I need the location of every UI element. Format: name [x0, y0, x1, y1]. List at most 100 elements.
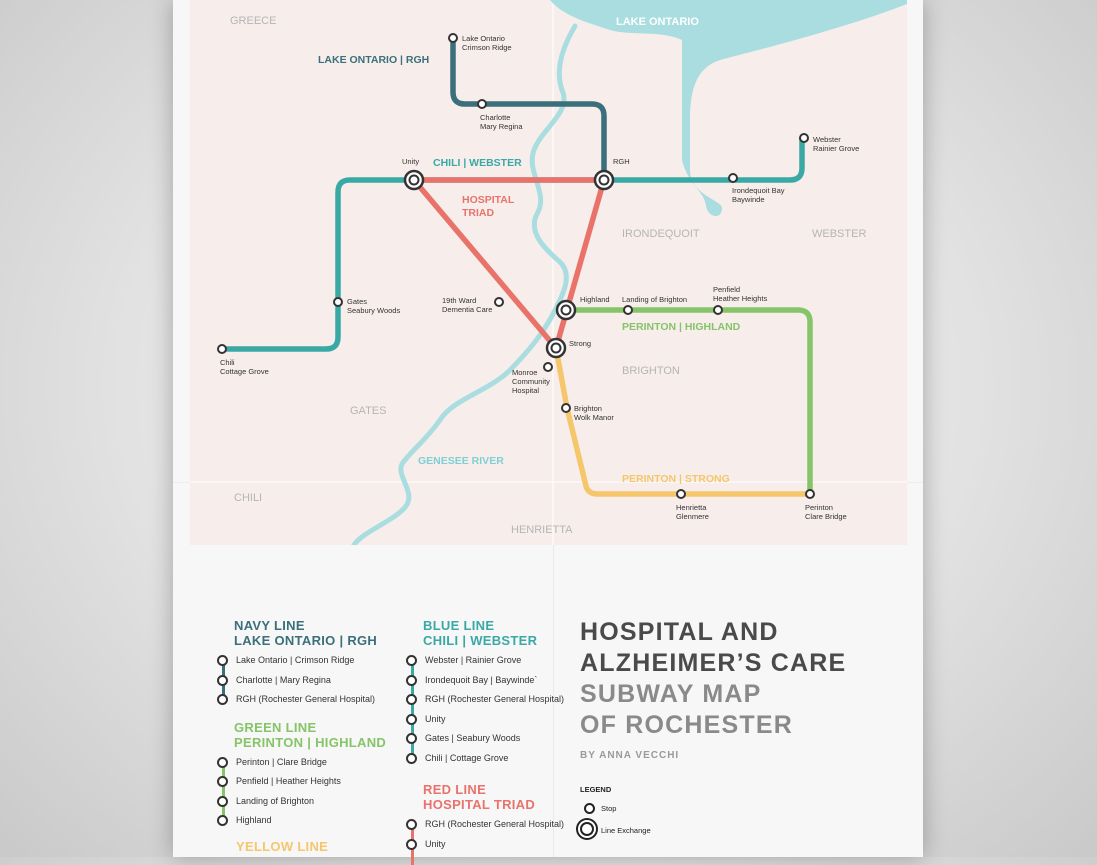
lake-ontario: [550, 0, 907, 217]
station-label-highland: Highland: [580, 295, 610, 304]
legend-blue-name: BLUE LINE: [423, 618, 495, 633]
station-label-rgh: RGH: [613, 157, 630, 166]
yellow-line: [553, 345, 813, 497]
legend-blue-sub: CHILI | WEBSTER: [423, 633, 538, 648]
station-label-strong: Strong: [569, 339, 591, 348]
legend-stop: Penfield | Heather Heights: [217, 772, 402, 792]
byline: BY ANNA VECCHI: [580, 750, 680, 761]
exchange-unity[interactable]: [403, 169, 425, 191]
label-yellow-line: PERINTON | STRONG: [622, 473, 730, 485]
red-line: [411, 177, 607, 351]
stop-gates[interactable]: [333, 297, 343, 307]
stop-symbol-icon: [584, 803, 595, 814]
label-navy-line: LAKE ONTARIO | RGH: [318, 54, 429, 66]
legend-stop: Perinton | Clare Bridge: [217, 753, 402, 773]
legend-red: RED LINE HOSPITAL TRIAD RGH (Rochester G…: [406, 782, 581, 865]
legend-stop: RGH (Rochester General Hospital): [406, 690, 581, 710]
legend-stop: Unity: [406, 710, 581, 730]
legend-stop: Irondequoit Bay | Baywinde`: [406, 671, 581, 691]
stop-landing[interactable]: [623, 305, 633, 315]
town-irondequoit: IRONDEQUOIT: [622, 228, 700, 240]
title-line-1: HOSPITAL AND: [580, 618, 779, 646]
station-label-unity: Unity: [402, 157, 419, 166]
map-land: [190, 0, 907, 545]
legend-stop: Chili | Cottage Grove: [406, 749, 581, 769]
lake-label: LAKE ONTARIO: [616, 16, 699, 28]
legend-red-name: RED LINE: [423, 782, 487, 797]
label-red-line-1: HOSPITAL: [462, 194, 515, 206]
town-webster: WEBSTER: [812, 228, 866, 240]
map-key: LEGEND Stop Line Exchange: [580, 785, 651, 846]
town-henrietta: HENRIETTA: [511, 524, 573, 536]
legend-navy: NAVY LINE LAKE ONTARIO | RGH Lake Ontari…: [217, 618, 402, 710]
title-line-4: OF ROCHESTER: [580, 711, 794, 739]
stop-perinton-clare[interactable]: [805, 489, 815, 499]
legend-stop: Landing of Brighton: [217, 792, 402, 812]
stop-irondequoit-bay[interactable]: [728, 173, 738, 183]
label-green-line: PERINTON | HIGHLAND: [622, 321, 741, 333]
key-exchange: Line Exchange: [580, 822, 651, 846]
exchange-highland[interactable]: [555, 299, 577, 321]
river-label: GENESEE RIVER: [418, 455, 504, 467]
stop-chili[interactable]: [217, 344, 227, 354]
legend-stop: Lake Ontario | Crimson Ridge: [217, 651, 402, 671]
exchange-strong[interactable]: [545, 337, 567, 359]
legend-stop: Highland: [217, 811, 402, 831]
stop-webster-rainier[interactable]: [799, 133, 809, 143]
stop-charlotte[interactable]: [477, 99, 487, 109]
title-line-2: ALZHEIMER’S CARE: [580, 649, 847, 677]
label-blue-line: CHILI | WEBSTER: [433, 157, 522, 169]
station-label-landing: Landing of Brighton: [622, 295, 687, 304]
legend-green-name: GREEN LINE: [234, 719, 317, 735]
exchange-symbol-icon: [580, 822, 594, 836]
stop-lake-ontario[interactable]: [448, 33, 458, 43]
town-brighton: BRIGHTON: [622, 365, 680, 377]
poster-title: HOSPITAL AND ALZHEIMER’S CARE SUBWAY MAP…: [580, 617, 846, 741]
town-gates: GATES: [350, 405, 386, 417]
genesee-river: [351, 23, 578, 545]
title-line-3: SUBWAY MAP: [580, 680, 762, 708]
key-stop: Stop: [580, 802, 651, 824]
legend-stop: Charlotte | Mary Regina: [217, 671, 402, 691]
stop-henrietta-glen[interactable]: [676, 489, 686, 499]
legend-navy-name: NAVY LINE: [234, 618, 305, 633]
stop-monroe[interactable]: [543, 362, 553, 372]
town-greece: GREECE: [230, 15, 276, 27]
town-chili: CHILI: [234, 492, 262, 504]
legend-column-1: NAVY LINE LAKE ONTARIO | RGH Lake Ontari…: [217, 618, 402, 854]
legend-stop: RGH (Rochester General Hospital): [217, 690, 402, 710]
exchange-rgh[interactable]: [593, 169, 615, 191]
legend-green-sub: PERINTON | HIGHLAND: [234, 734, 387, 750]
stop-dementia[interactable]: [494, 297, 504, 307]
legend-blue: BLUE LINE CHILI | WEBSTER Webster | Rain…: [406, 618, 581, 769]
legend-stop: Webster | Rainier Grove: [406, 651, 581, 671]
label-red-line-2: TRIAD: [462, 207, 494, 219]
blue-line: [219, 135, 805, 352]
legend-navy-sub: LAKE ONTARIO | RGH: [234, 633, 378, 648]
key-title: LEGEND: [580, 785, 612, 794]
legend-red-sub: HOSPITAL TRIAD: [423, 797, 536, 812]
legend-green: GREEN LINE PERINTON | HIGHLAND Perinton …: [217, 719, 402, 831]
navy-line: [450, 35, 607, 183]
stop-brighton-wolk[interactable]: [561, 403, 571, 413]
legend-column-2: BLUE LINE CHILI | WEBSTER Webster | Rain…: [406, 618, 581, 865]
green-line: [563, 307, 813, 497]
stop-penfield[interactable]: [713, 305, 723, 315]
legend-yellow-name: YELLOW LINE: [236, 838, 329, 854]
legend-stop: RGH (Rochester General Hospital): [406, 815, 581, 835]
legend-stop: Gates | Seabury Woods: [406, 729, 581, 749]
legend-stop: Unity: [406, 835, 581, 855]
subway-map: GREECE IRONDEQUOIT WEBSTER BRIGHTON GATE…: [190, 0, 907, 545]
